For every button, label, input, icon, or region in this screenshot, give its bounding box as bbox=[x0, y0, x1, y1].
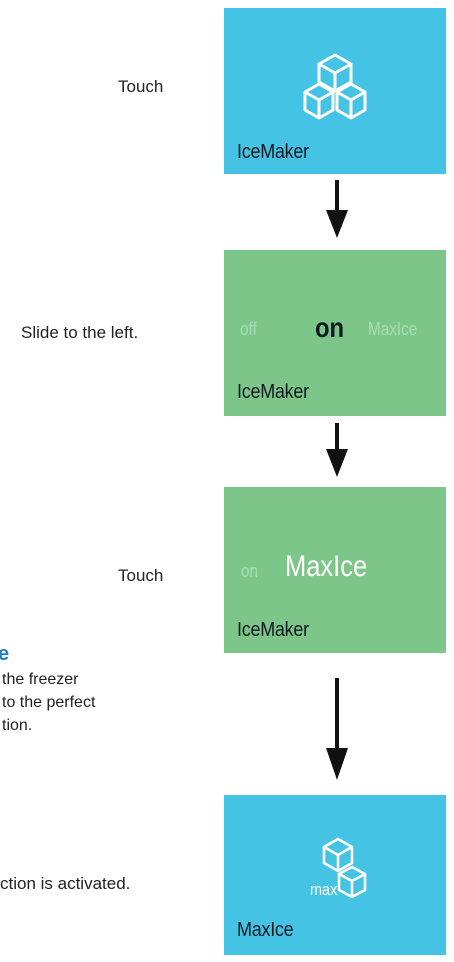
icemaker-title: IceMaker bbox=[237, 619, 309, 641]
maxice-title: MaxIce bbox=[237, 919, 294, 941]
step-2-instruction: Slide to the left. bbox=[21, 323, 139, 342]
max-badge: max bbox=[310, 880, 338, 899]
option-on[interactable]: on bbox=[241, 561, 259, 581]
arrow-down-icon bbox=[326, 423, 348, 477]
icemaker-title: IceMaker bbox=[237, 141, 309, 163]
option-maxice[interactable]: MaxIce bbox=[285, 550, 368, 583]
icemaker-title: IceMaker bbox=[237, 381, 309, 403]
step-3-instruction: Touch bbox=[118, 566, 164, 585]
arrow-down-icon bbox=[326, 180, 348, 238]
max-ice-cubes-icon bbox=[322, 837, 367, 899]
ice-cubes-icon bbox=[303, 53, 367, 120]
icemaker-slider-tile[interactable]: off on MaxIce IceMaker bbox=[224, 250, 446, 416]
option-maxice[interactable]: MaxIce bbox=[368, 319, 418, 339]
side-note-line-3: tion. bbox=[2, 717, 33, 734]
side-note-line-2: to the perfect bbox=[2, 694, 96, 711]
side-note-line-1: the freezer bbox=[2, 671, 79, 688]
arrow-down-icon bbox=[326, 678, 348, 780]
option-off[interactable]: off bbox=[240, 319, 257, 339]
step-4-instruction: ction is activated. bbox=[0, 874, 131, 893]
maxice-active-tile: max MaxIce bbox=[224, 795, 446, 955]
side-note-heading: e bbox=[0, 643, 10, 665]
step-1-instruction: Touch bbox=[118, 77, 164, 96]
maxice-select-tile[interactable]: on MaxIce IceMaker bbox=[224, 487, 446, 653]
icemaker-tile[interactable]: IceMaker bbox=[224, 8, 446, 174]
option-on[interactable]: on bbox=[315, 312, 345, 343]
